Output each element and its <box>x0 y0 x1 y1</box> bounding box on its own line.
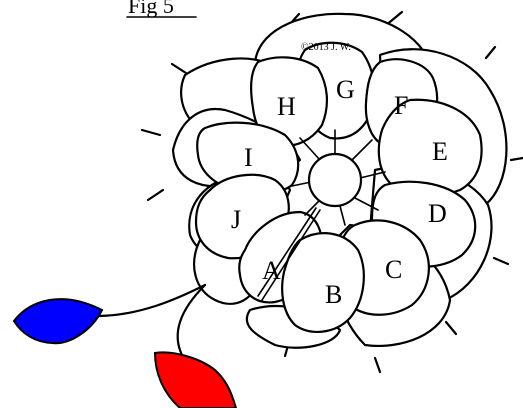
ring-label-f: F <box>394 91 408 120</box>
figure-title: Fig 5 <box>128 0 174 18</box>
ring-label-c: C <box>385 255 402 284</box>
thread-to-blue-leaf <box>100 285 205 316</box>
spoke <box>300 138 320 160</box>
picot <box>511 158 523 160</box>
ring-label-a: A <box>262 256 281 285</box>
center-circle <box>309 154 361 206</box>
picot <box>142 130 160 135</box>
ring-label-h: H <box>277 92 296 121</box>
spoke <box>352 140 372 160</box>
red-leaf <box>155 352 236 408</box>
picot <box>375 358 380 372</box>
blue-leaf <box>14 299 102 343</box>
ring-label-d: D <box>428 199 447 228</box>
picot <box>446 322 456 334</box>
picot <box>494 258 508 264</box>
ring-label-b: B <box>325 280 342 309</box>
copyright-text: ©2013 J. W. <box>301 42 351 53</box>
ring-label-g: G <box>336 75 355 104</box>
ring-label-i: I <box>244 143 253 172</box>
ring-B <box>282 233 364 332</box>
picot <box>486 47 495 58</box>
picot <box>172 64 186 73</box>
ring-label-j: J <box>231 205 241 234</box>
ring-label-e: E <box>432 137 448 166</box>
spoke <box>340 206 345 225</box>
picot <box>148 190 163 200</box>
